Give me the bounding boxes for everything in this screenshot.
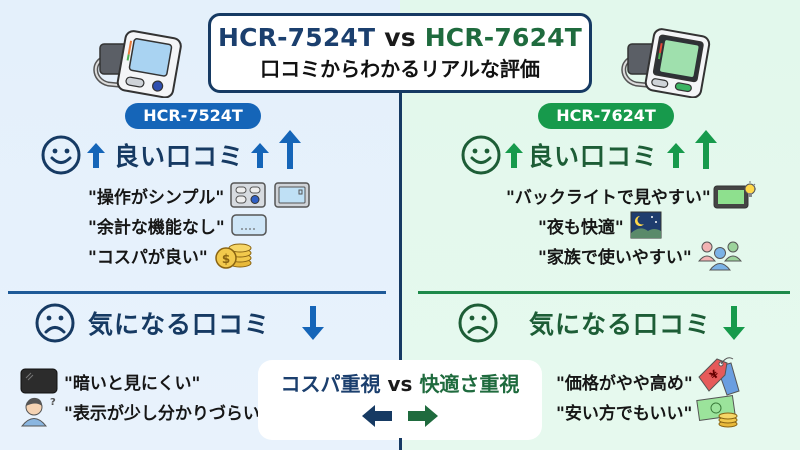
money-coins-icon (696, 395, 738, 428)
blood-pressure-monitor-icon (621, 28, 711, 98)
up-arrow-icon (695, 130, 718, 169)
night-moon-icon (630, 211, 662, 239)
concern-reviews-label: 気になる口コミ (88, 310, 271, 339)
vs-label: vs (384, 23, 416, 52)
model-b-title: HCR-7624T (424, 23, 583, 52)
up-arrow-icon (505, 143, 523, 168)
model-b-badge: HCR-7624T (538, 103, 674, 129)
coins-icon: $ (214, 243, 252, 269)
left-bad-list: "暗いと見にくい" ? "表示が少し分かりづらい" (20, 366, 269, 427)
up-arrow-icon (667, 143, 686, 168)
left-good-list: "操作がシンプル" "余計な機能なし" "コスパが良い" $ (88, 180, 310, 270)
cost-focus-label: コスパ重視 (280, 372, 381, 396)
list-item: "操作がシンプル" (88, 180, 310, 210)
comparison-vs: vs (387, 372, 413, 396)
up-arrow-icon (251, 143, 270, 168)
left-arrow-icon (362, 405, 392, 427)
right-good-list: "バックライトで見やすい" "夜も快適" "家族で使いやすい" (506, 180, 757, 271)
left-bad-heading: 気になる口コミ (34, 302, 326, 344)
page-title: HCR-7524T vs HCR-7624T (211, 22, 589, 54)
dark-screen-icon (20, 368, 58, 394)
list-item: "安い方でもいい" (556, 395, 741, 428)
good-reviews-label: 良い口コミ (528, 142, 659, 171)
list-item: ? "表示が少し分かりづらい" (20, 396, 269, 427)
right-good-heading: 良い口コミ (460, 130, 718, 176)
left-section-divider (8, 291, 386, 294)
simple-display-icon (230, 214, 267, 236)
smiley-face-icon (41, 135, 81, 175)
svg-text:?: ? (50, 397, 56, 408)
smiley-face-icon (461, 135, 501, 175)
page-subtitle: 口コミからわかるリアルな評価 (260, 57, 540, 81)
center-divider (399, 92, 402, 450)
price-tag-yen-icon: ¥ (698, 357, 740, 396)
up-arrow-icon (279, 130, 302, 169)
comparison-arrows (258, 404, 542, 428)
display-screen-icon (274, 182, 310, 208)
right-section-divider (418, 291, 790, 294)
down-arrow-icon (723, 306, 746, 340)
backlit-screen-icon (713, 181, 756, 209)
family-icon (697, 241, 742, 271)
list-item: "余計な機能なし" (88, 210, 310, 240)
right-bad-heading: 気になる口コミ (457, 302, 747, 344)
list-item: "価格がやや高め" ¥ (556, 357, 741, 396)
confused-person-icon: ? (20, 397, 56, 427)
right-arrow-icon (408, 405, 438, 427)
up-arrow-icon (87, 143, 105, 168)
list-item: "家族で使いやすい" (506, 240, 757, 271)
list-item: "夜も快適" (506, 210, 757, 240)
list-item: "コスパが良い" $ (88, 240, 310, 270)
good-reviews-label: 良い口コミ (114, 142, 245, 171)
right-bad-list: "価格がやや高め" ¥ "安い方でもいい" (556, 357, 741, 428)
comparison-line: コスパ重視 vs 快適さ重視 (258, 370, 542, 398)
down-arrow-icon (302, 306, 325, 340)
button-panel-icon (230, 182, 266, 208)
list-item: "暗いと見にくい" (20, 366, 269, 396)
concern-reviews-label: 気になる口コミ (529, 310, 712, 339)
model-a-badge: HCR-7524T (125, 103, 261, 129)
list-item: "バックライトで見やすい" (506, 180, 757, 210)
center-divider-bottom (399, 438, 402, 450)
sad-face-icon (458, 303, 498, 343)
sad-face-icon (35, 303, 75, 343)
comfort-focus-label: 快適さ重視 (419, 372, 520, 396)
left-good-heading: 良い口コミ (40, 130, 302, 176)
comparison-box: コスパ重視 vs 快適さ重視 (258, 360, 542, 440)
model-a-title: HCR-7524T (217, 23, 376, 52)
title-box: HCR-7524T vs HCR-7624T 口コミからわかるリアルな評価 (208, 13, 592, 93)
svg-text:$: $ (222, 252, 230, 266)
blood-pressure-monitor-icon (93, 30, 182, 98)
